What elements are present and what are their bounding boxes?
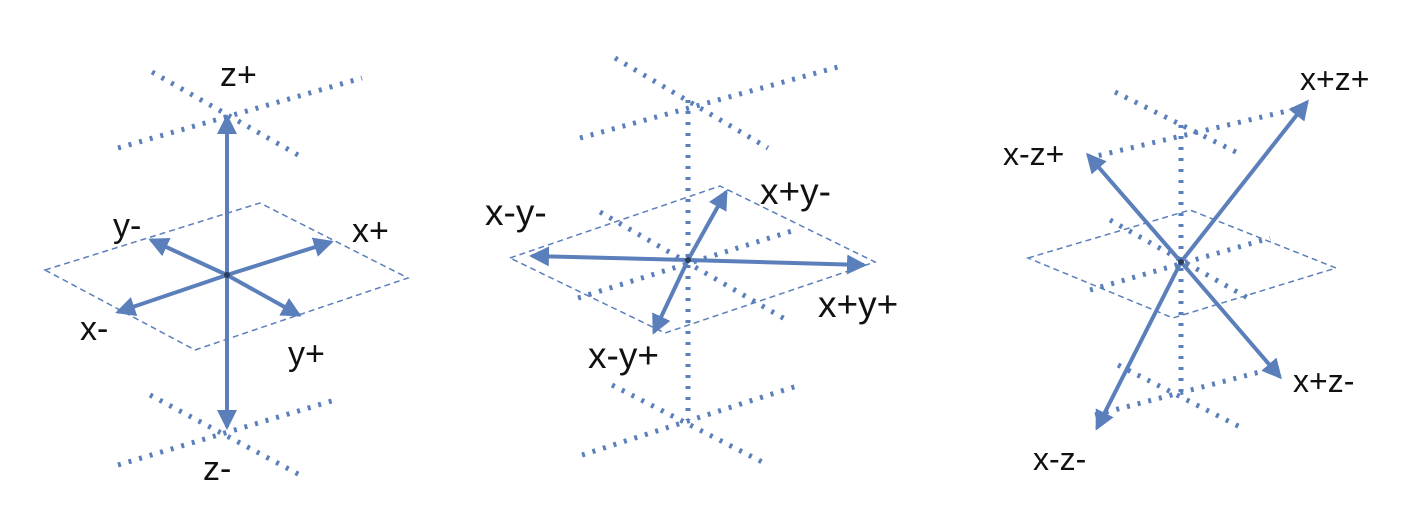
panel-3-plane-guide-b	[1089, 235, 1271, 293]
panel-1-guide-lines	[117, 69, 363, 478]
label-x-plus-z-plus: x+z+	[1300, 61, 1369, 97]
label-x-plus-y-plus: x+y+	[818, 284, 898, 325]
panel-3-origin	[1178, 259, 1184, 265]
panel-3-xz-diagonals: x+z+ x-z+ x+z- x-z-	[1003, 61, 1369, 477]
panel-2-origin	[685, 257, 691, 263]
arrow-x-minus-z-minus	[1095, 261, 1183, 431]
panel-2-xy-plane	[508, 185, 877, 334]
panel-1-bottom-guide-b	[117, 397, 336, 468]
panel-3-top-guide-a	[1113, 89, 1244, 158]
arrow-x-minus-y-minus	[529, 246, 689, 267]
panel-2-top-guide-b	[579, 64, 839, 141]
panel-2-plane-guide-a	[598, 209, 792, 325]
panel-2-guide-lines	[577, 55, 839, 468]
label-x-minus-y-plus: x-y+	[588, 335, 659, 376]
label-z-plus: z+	[220, 56, 257, 94]
arrow-x-plus-y-minus	[686, 189, 728, 261]
arrow-y-minus	[148, 238, 228, 277]
panel-3-bottom-guide-a	[1116, 362, 1244, 431]
panel-2-plane-guide-b	[577, 227, 796, 301]
label-x-minus-y-minus: x-y-	[485, 192, 547, 233]
arrow-x-minus-y-plus	[652, 259, 690, 335]
arrow-x-plus	[226, 237, 334, 277]
arrow-x-plus-y-plus	[687, 254, 867, 275]
label-x-minus-z-minus: x-z-	[1033, 441, 1086, 477]
label-x-plus: x+	[352, 212, 389, 250]
label-x-minus-z-plus: x-z+	[1003, 136, 1064, 172]
arrow-x-minus	[115, 273, 228, 317]
label-y-minus: y-	[113, 207, 141, 245]
arrow-y-plus	[226, 273, 302, 317]
label-x-plus-y-minus: x+y-	[760, 171, 831, 212]
panel-3-bottom-guide-b	[1094, 365, 1276, 418]
panel-3-guide-lines	[1087, 89, 1301, 431]
arrow-x-minus-z-plus	[1086, 152, 1183, 264]
arrow-x-plus-z-plus	[1179, 99, 1309, 264]
panel-1-origin	[224, 272, 230, 278]
panel-1-cardinal-axes: z+ z- y- y+ x+ x-	[43, 56, 410, 488]
label-x-plus-z-minus: x+z-	[1293, 363, 1354, 399]
label-y-plus: y+	[288, 335, 325, 373]
panel-3-arrows	[1086, 99, 1309, 431]
arrow-x-plus-z-minus	[1179, 260, 1282, 380]
panel-1-top-guide-b	[117, 75, 363, 151]
panel-1-arrows	[115, 114, 334, 430]
panel-1-xy-plane	[43, 202, 410, 351]
panel-2-bottom-guide-b	[581, 382, 801, 458]
panel-3-xy-plane	[1025, 209, 1339, 319]
label-x-minus: x-	[80, 310, 108, 348]
panel-2-top-guide-a	[613, 55, 770, 151]
panel-2-xy-diagonals: x-y- x+y- x+y+ x-y+	[485, 55, 898, 468]
label-z-minus: z-	[203, 450, 231, 488]
panel-2-arrows	[529, 189, 867, 335]
